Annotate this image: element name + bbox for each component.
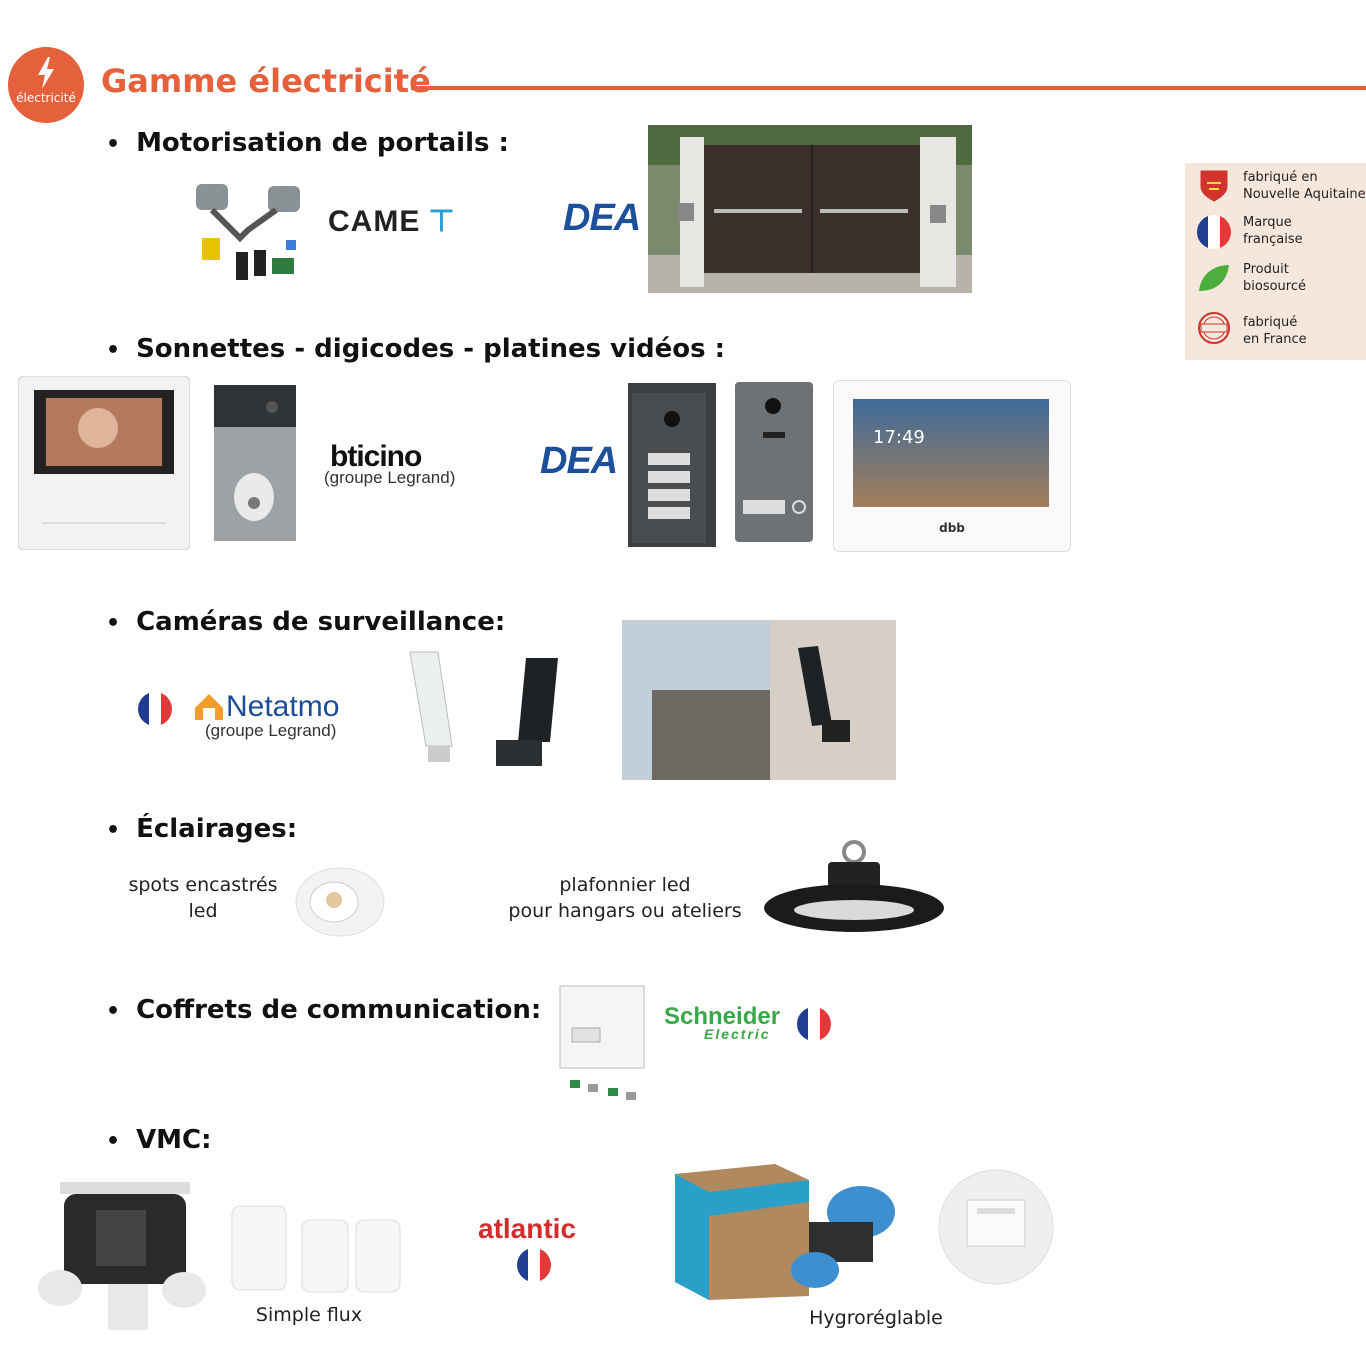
atlantic-logo: atlantic — [478, 1213, 577, 1244]
netatmo-house-icon — [195, 694, 223, 720]
dea-logo: DEA — [563, 197, 641, 239]
recessed-spot-image — [295, 867, 385, 937]
simple-flux-caption: Simple flux — [255, 1304, 363, 1326]
screen-time: 17:49 — [873, 427, 925, 448]
ceiling-light-caption-line1: plafonnier led — [559, 874, 691, 896]
section-title-cameras: •Caméras de surveillance: — [106, 607, 506, 637]
outdoor-cameras-image — [409, 651, 558, 766]
came-logo: CAME⊤ — [328, 205, 456, 238]
bticino-note: (groupe Legrand) — [324, 468, 456, 487]
title-rule — [411, 86, 1366, 90]
single-intercom-image — [735, 382, 813, 542]
aquitaine-crest-icon — [1200, 170, 1228, 202]
french-flag-icon — [797, 1007, 831, 1041]
section-title-portails: •Motorisation de portails : — [106, 128, 509, 158]
page-title: Gamme électricité — [101, 62, 431, 100]
hygroreglable-caption: Hygroréglable — [809, 1307, 943, 1329]
camera-on-wall-photo — [622, 620, 896, 780]
made-in-france-stamp-icon — [1198, 312, 1230, 344]
lightning-bolt-icon — [38, 57, 54, 89]
french-flag-icon — [1197, 215, 1231, 249]
ceiling-light-caption-line2: pour hangars ou ateliers — [508, 900, 742, 922]
led-high-bay-light-image — [764, 840, 944, 932]
vmc-unit-image — [38, 1182, 206, 1330]
leaf-icon — [1199, 265, 1229, 291]
door-station-image — [214, 385, 296, 541]
communication-box-image — [559, 985, 645, 1100]
vmc-vents-image — [231, 1205, 401, 1293]
gate-motor-kit-image — [196, 184, 300, 280]
badge-label: électricité — [16, 91, 76, 105]
dea-logo-2: DEA — [540, 440, 618, 482]
french-flag-icon — [138, 692, 172, 726]
netatmo-logo: Netatmo — [226, 690, 340, 723]
section-title-eclairages: •Éclairages: — [106, 814, 298, 844]
spots-caption-line1: spots encastrés — [128, 874, 278, 896]
spots-caption-line2: led — [188, 900, 218, 922]
screen-brand: dbb — [939, 521, 965, 535]
french-flag-icon — [517, 1248, 551, 1282]
schneider-logo: Schneider — [664, 1003, 781, 1030]
schneider-logo-sub: Electric — [704, 1026, 771, 1042]
multi-apartment-intercom-image — [628, 383, 716, 547]
electricite-badge: électricité — [8, 47, 84, 123]
section-title-sonnettes: •Sonnettes - digicodes - platines vidéos… — [106, 334, 726, 364]
touchscreen-monitor: 17:49 dbb — [833, 380, 1071, 552]
section-title-vmc: •VMC: — [106, 1125, 212, 1155]
hygro-vent-image — [938, 1169, 1054, 1285]
section-title-coffrets: •Coffrets de communication: — [106, 995, 542, 1025]
motorized-gate-photo — [648, 125, 972, 293]
hygro-vmc-kit-image — [675, 1164, 895, 1300]
bticino-logo: bticino — [330, 440, 422, 473]
netatmo-note: (groupe Legrand) — [205, 721, 337, 740]
monitor-screen: 17:49 — [853, 399, 1049, 507]
video-intercom-monitor-image — [18, 376, 190, 550]
